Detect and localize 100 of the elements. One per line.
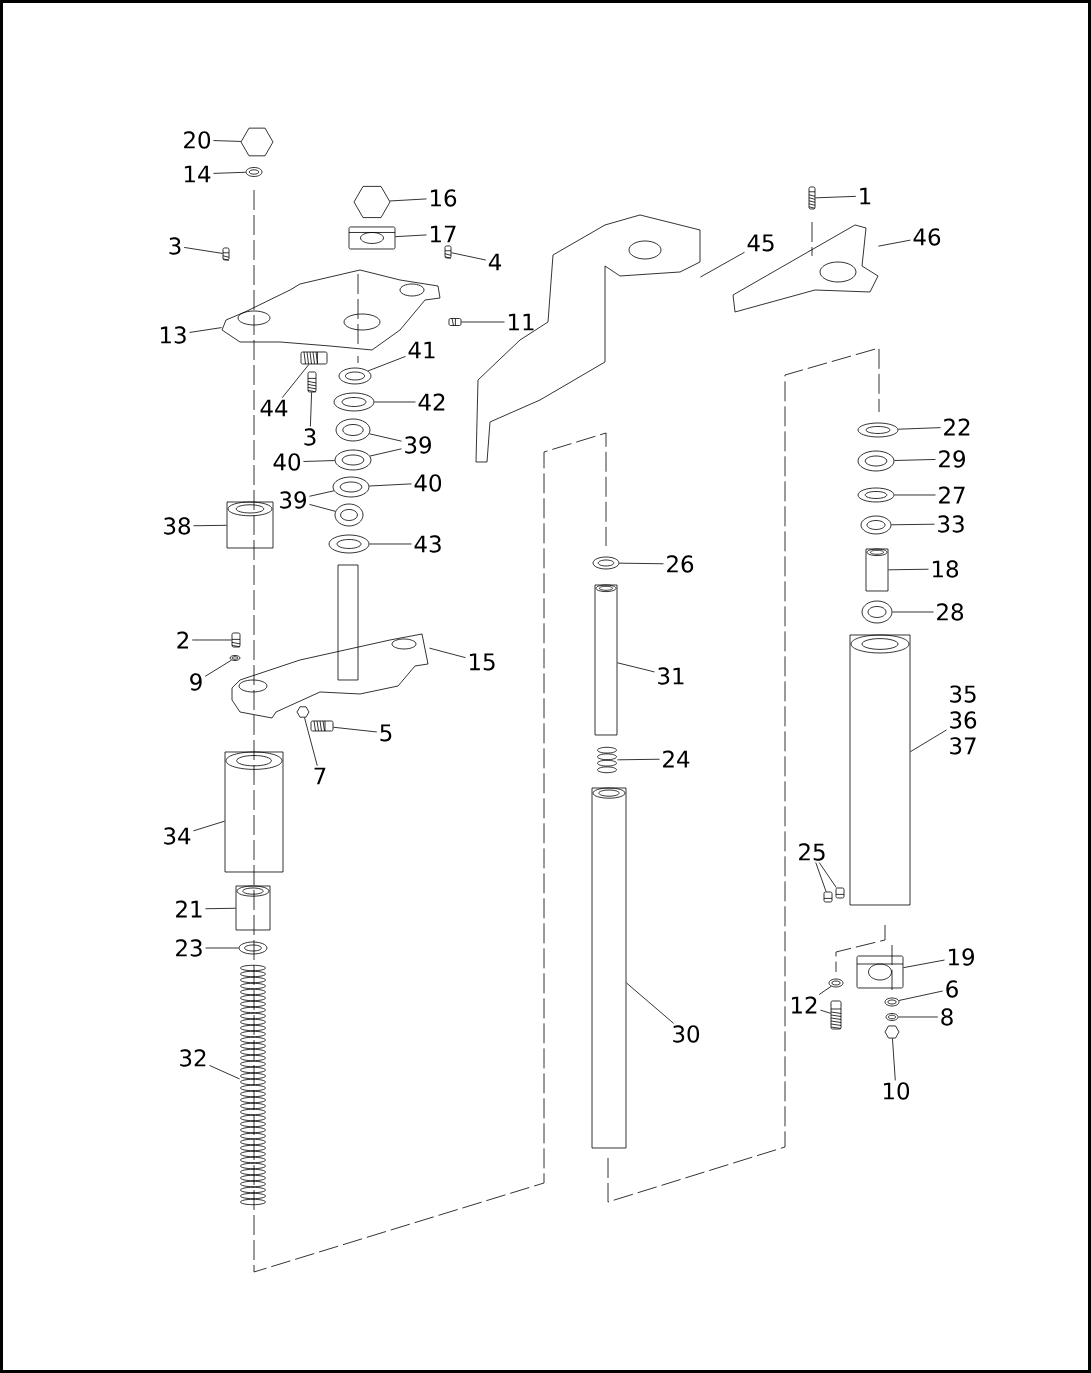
callout-number: 28	[937, 603, 963, 621]
screw-drawing	[823, 891, 833, 903]
leader-line	[309, 490, 335, 497]
leader-line	[892, 611, 934, 613]
callout-number: 44	[260, 399, 288, 417]
bearing-drawing	[334, 503, 364, 527]
fork-cover-drawing	[224, 751, 284, 873]
callout-number: 39	[405, 436, 431, 454]
callout-number: 45	[747, 234, 774, 252]
leader-line	[281, 364, 310, 399]
callout-number: 24	[663, 750, 690, 768]
leader-line	[191, 639, 232, 641]
bushing-drawing	[861, 600, 893, 624]
callout-number: 20	[184, 131, 211, 149]
leader-line	[815, 862, 827, 892]
leader-line	[892, 1038, 896, 1081]
leader-line	[898, 990, 944, 1001]
callout-number: 11	[508, 313, 534, 331]
leader-line	[395, 234, 427, 238]
axle-clamp-drawing	[856, 955, 904, 989]
lock-washer-drawing	[885, 1013, 899, 1021]
ring-drawing	[238, 941, 268, 955]
callout-number: 27	[939, 486, 965, 504]
callout-number: 10	[883, 1082, 910, 1100]
leader-line	[204, 659, 232, 677]
leader-line	[700, 251, 745, 278]
callout-number: 5	[380, 724, 392, 742]
callout-number: 32	[180, 1049, 206, 1067]
bolt-drawing	[310, 720, 334, 732]
callout-number: 46	[913, 228, 941, 246]
leader-line	[205, 907, 236, 910]
spring-drawing	[597, 746, 617, 774]
bracket-plate-drawing	[475, 214, 701, 463]
slider-drawing	[849, 634, 911, 906]
leader-line	[461, 321, 505, 323]
callout-number: 29	[939, 450, 965, 468]
fork-tube-drawing	[591, 787, 627, 1149]
callout-number: 38	[164, 517, 190, 535]
washer-drawing	[333, 392, 375, 412]
leader-line	[429, 647, 466, 659]
callout-number: 30	[673, 1025, 700, 1043]
callout-number: 33	[938, 515, 964, 533]
callout-number: 19	[948, 948, 974, 966]
leader-line	[451, 252, 487, 261]
snap-ring-drawing	[857, 422, 899, 438]
leader-line	[818, 985, 832, 995]
bushing-drawing	[226, 501, 274, 549]
lower-bracket-drawing	[231, 564, 429, 719]
callout-number: 2	[177, 631, 188, 649]
leader-line	[213, 140, 242, 142]
leader-line	[310, 392, 312, 427]
bearing-race-drawing	[334, 449, 372, 471]
washer-drawing	[229, 655, 241, 661]
screw-drawing	[222, 247, 230, 261]
bushing-drawing	[860, 515, 892, 535]
callout-number: 8	[941, 1008, 953, 1026]
callout-number: 26	[667, 555, 694, 573]
leader-line	[205, 947, 239, 949]
leader-line	[193, 820, 225, 832]
seal-drawing	[328, 534, 370, 554]
leader-line	[367, 356, 406, 372]
washer-drawing	[857, 487, 895, 503]
nut-drawing	[338, 367, 372, 385]
callout-number: 40	[273, 453, 301, 471]
leader-line	[309, 504, 336, 512]
callout-number: 3	[304, 428, 316, 446]
spring-seat-drawing	[235, 885, 271, 931]
washer-drawing	[884, 997, 900, 1007]
lock-plate-drawing	[348, 226, 396, 250]
leader-line	[619, 562, 664, 565]
leader-line	[818, 862, 837, 888]
ring-drawing	[592, 556, 620, 570]
callout-number: 35 36 37	[950, 685, 977, 755]
leader-line	[888, 568, 929, 571]
callout-number: 21	[176, 900, 202, 918]
callout-number: 31	[658, 667, 684, 685]
callout-number: 4	[488, 253, 501, 271]
clip-drawing	[448, 318, 462, 326]
callout-number: 12	[791, 996, 817, 1014]
leader-line	[193, 524, 227, 527]
nut-drawing	[353, 186, 391, 218]
callout-number: 16	[430, 189, 457, 207]
callout-number: 43	[414, 535, 441, 553]
leader-line	[368, 483, 412, 487]
callout-number: 17	[430, 225, 456, 243]
callout-number: 40	[414, 474, 442, 492]
leader-line	[369, 448, 402, 457]
leader-line	[891, 523, 935, 526]
spring-drawing	[240, 964, 266, 1206]
callout-number: 1	[860, 187, 871, 205]
callout-number: 42	[418, 393, 445, 411]
screw-drawing	[231, 632, 241, 648]
bracket-drawing	[732, 221, 879, 313]
leader-line	[898, 1016, 939, 1018]
leader-line	[897, 427, 941, 430]
leader-line	[820, 1009, 831, 1014]
nut-drawing	[884, 1025, 900, 1039]
screw-drawing	[835, 887, 845, 899]
leader-line	[903, 959, 945, 969]
callout-number: 18	[932, 560, 958, 578]
